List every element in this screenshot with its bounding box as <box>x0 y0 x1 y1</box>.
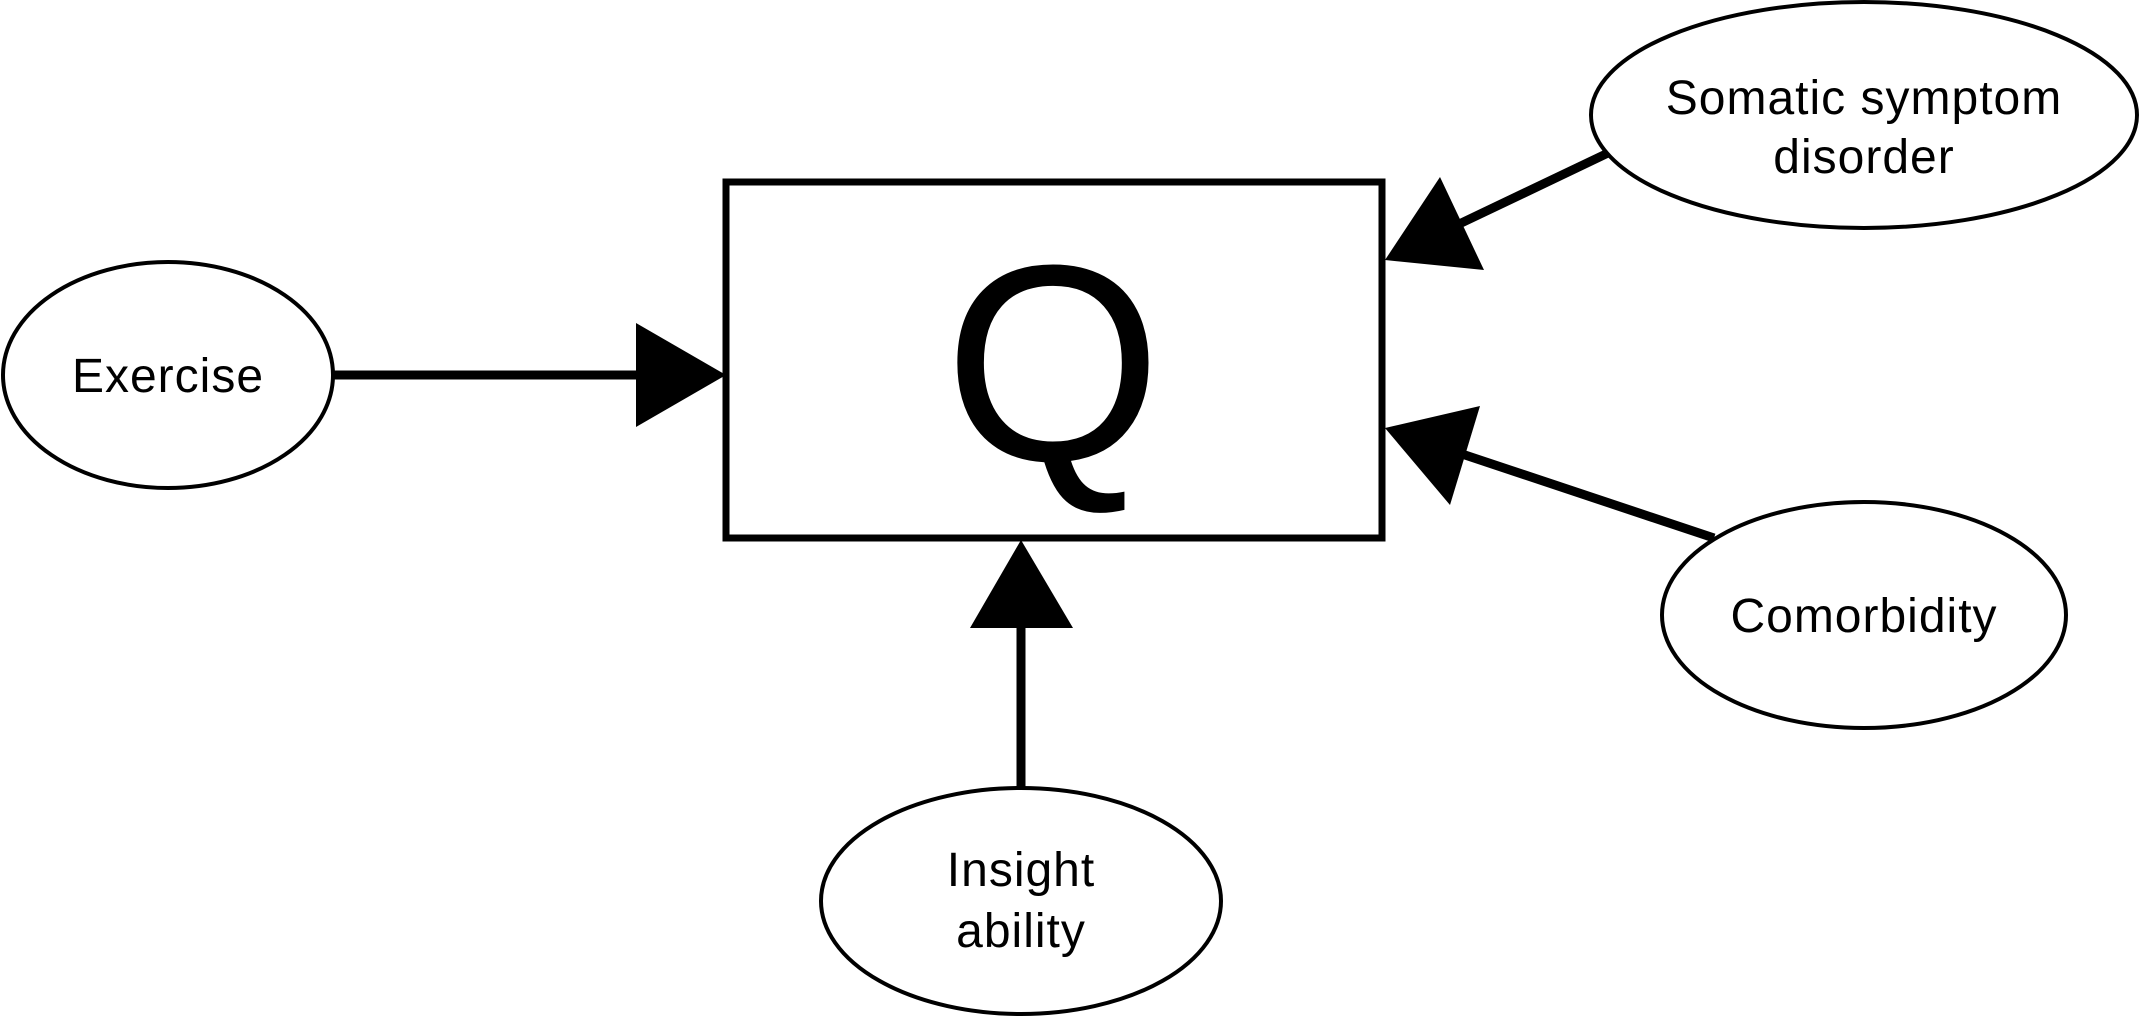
node-somatic-ellipse <box>1589 0 2139 230</box>
node-exercise: Exercise <box>1 260 335 490</box>
node-somatic-label-line1: Somatic symptom <box>1666 72 2062 125</box>
edge-somatic-symptom-disorder <box>1385 148 1610 270</box>
edge-somatic-line <box>1453 148 1610 231</box>
edge-exercise <box>331 323 726 427</box>
node-comorbidity-label: Comorbidity <box>1730 590 1997 643</box>
node-insight-ability: Insight ability <box>819 786 1223 1016</box>
node-somatic-symptom-disorder: Somatic symptom disorder <box>1589 0 2139 230</box>
center-node: Q <box>722 178 1386 542</box>
edge-comorbidity-line <box>1460 449 1716 543</box>
edge-somatic-arrowhead <box>1385 177 1484 270</box>
node-comorbidity: Comorbidity <box>1660 500 2068 730</box>
edge-insight-ability <box>970 540 1073 789</box>
edge-insight-ability-arrowhead <box>970 540 1073 628</box>
center-box <box>722 178 1386 542</box>
center-label: Q <box>944 208 1162 520</box>
node-exercise-ellipse <box>1 260 335 490</box>
edge-exercise-arrowhead <box>636 323 726 427</box>
node-insight-ability-label-line1: Insight <box>947 844 1095 897</box>
node-exercise-label: Exercise <box>72 350 264 403</box>
node-insight-ability-ellipse <box>819 786 1223 1016</box>
node-insight-ability-label-line2: ability <box>956 905 1086 958</box>
edge-comorbidity-arrowhead <box>1385 406 1480 505</box>
edge-comorbidity <box>1385 406 1716 543</box>
node-comorbidity-ellipse <box>1660 500 2068 730</box>
node-somatic-label-line2: disorder <box>1773 131 1954 184</box>
